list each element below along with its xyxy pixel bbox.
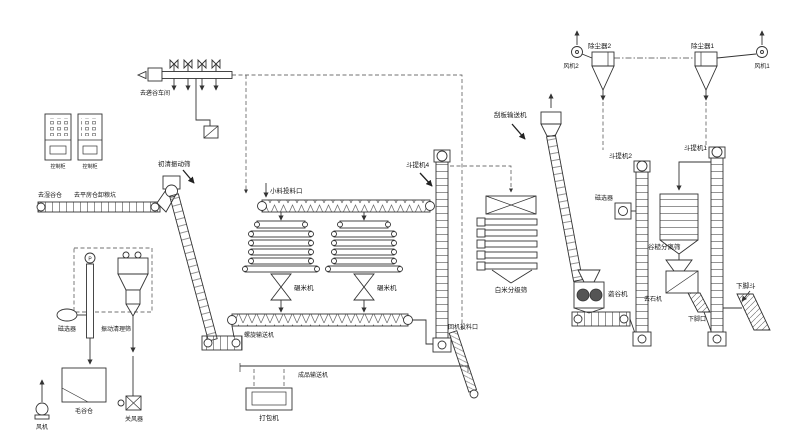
screw-bottom-label: 螺旋输送机 [244, 331, 274, 339]
waste-chute: 下脚斗 [723, 281, 771, 331]
product-conveyor-label: 成品输送机 [298, 371, 328, 379]
vib-cleaner-label: 振动清理筛 [101, 325, 131, 333]
destoner: 去石机 下脚口 [644, 259, 712, 332]
pointer-arrow-icon [419, 172, 433, 187]
cyclone-icon [694, 51, 718, 101]
paddy-separator: 谷糙分离筛 [648, 161, 711, 260]
bottom-screw-conveyor: 螺旋输送机 [227, 313, 433, 345]
return-conveyor: 回机投料口 [448, 323, 479, 399]
cleaning-cluster: P 磁选器 振动清理筛 毛谷仓 风机 关风器 [34, 247, 153, 431]
waste-port-label: 下脚口 [688, 315, 706, 323]
fan-icon [756, 30, 768, 58]
scraper-right-label: 刮板输送机 [494, 110, 527, 119]
valve-manifold: 去砻谷车间 [136, 58, 233, 139]
plansifter: 白米分级筛 [476, 195, 538, 294]
fan1-label: 风机1 [754, 62, 770, 70]
dashed-connectors [232, 57, 707, 332]
cabinet1-label: 控制柜 [50, 163, 65, 170]
bucket-elevator-1: 斗提机1 [684, 143, 727, 347]
sieve-decks [476, 217, 538, 271]
husker-label: 砻谷机 [608, 289, 628, 298]
fan-icon [34, 379, 50, 420]
intake-conveyor: 去湿谷仓 去平房仓卸粮坑 [36, 191, 161, 213]
mill2-label: 碾米机 [377, 283, 397, 292]
dest-wet-label: 去湿谷仓 [38, 191, 62, 199]
magnet-left-label: 磁选器 [58, 325, 76, 333]
fan-left-label: 风机 [36, 423, 48, 431]
elevator2-label: 斗提机2 [609, 151, 633, 160]
control-cabinets: 控制柜 控制柜 [44, 113, 103, 170]
rice-mill-2: 碾米机 [325, 212, 403, 313]
magnet-right-label: 磁选器 [595, 194, 613, 202]
right-scraper-conveyor: 刮板输送机 [494, 93, 637, 337]
magnet-separator: 磁选器 [595, 194, 636, 220]
mill1-label: 碾米机 [294, 283, 314, 292]
gauge-label: P [88, 257, 92, 263]
bucket-elevator-2: 斗提机2 [609, 151, 652, 347]
airlock-icon [117, 356, 142, 411]
cyclone2-group: 风机2 除尘器2 [563, 30, 615, 101]
precleaner-elevator: 初清振动筛 [156, 159, 243, 351]
cabinet2-label: 控制柜 [82, 163, 97, 170]
husker: 砻谷机 [573, 269, 628, 314]
packer-label: 打包机 [259, 413, 279, 422]
dest-flat-label: 去平房仓卸粮坑 [74, 191, 116, 199]
top-screw-conveyor: 小料投料口 [257, 183, 435, 213]
product-line: 成品输送机 打包机 [239, 363, 469, 422]
raw-bin-label: 毛谷仓 [75, 407, 93, 415]
return-port-label: 回机投料口 [448, 323, 478, 331]
dest-workshop-label: 去砻谷车间 [140, 89, 170, 97]
destoner-label: 去石机 [644, 295, 662, 303]
elevator1-label: 斗提机1 [684, 143, 708, 152]
pointer-arrow-icon [182, 169, 195, 184]
plansifter-label: 白米分级筛 [495, 285, 528, 294]
feed-port-label: 小料投料口 [270, 186, 303, 195]
precleaner-label: 初清振动筛 [158, 159, 191, 168]
rice-mill-1: 碾米机 [242, 212, 320, 313]
waste-chute-label: 下脚斗 [736, 281, 756, 290]
fan-icon [571, 30, 583, 58]
fan2-label: 风机2 [563, 62, 579, 70]
pointer-arrow-icon [511, 123, 526, 140]
separator-label: 谷糙分离筛 [648, 242, 681, 251]
elevator4-label: 斗提机4 [406, 160, 430, 169]
cyclone2-label: 除尘器2 [588, 41, 612, 50]
cyclone-icon [591, 51, 615, 101]
valve-icon [169, 58, 221, 72]
cyclone1-group: 除尘器1 风机1 [691, 30, 770, 101]
cyclone1-label: 除尘器1 [691, 41, 715, 50]
airlock-label: 关风器 [125, 415, 143, 423]
bucket-elevator-4: 斗提机4 [406, 149, 452, 353]
